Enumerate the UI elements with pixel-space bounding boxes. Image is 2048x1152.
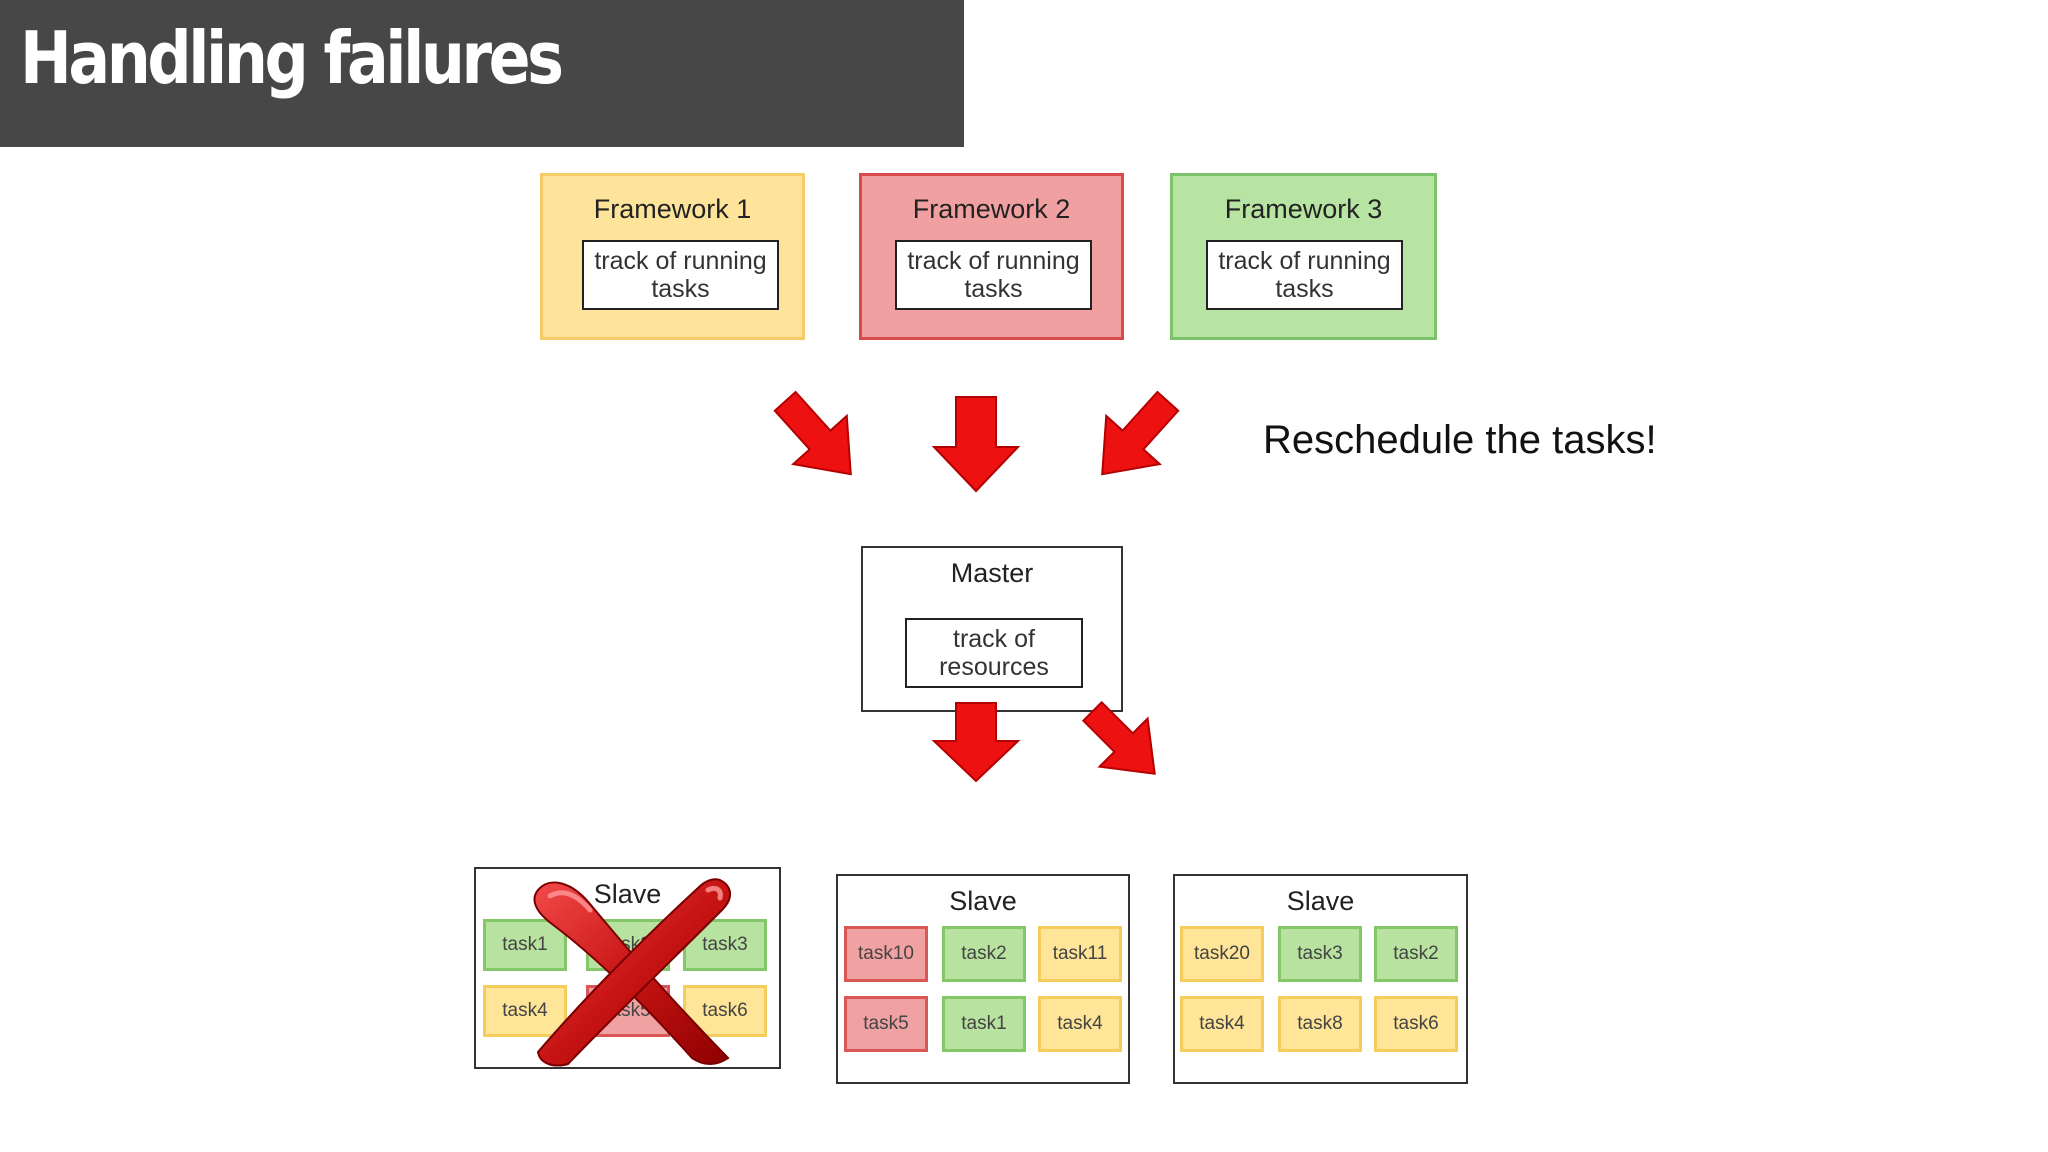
task-item: task4 — [1038, 996, 1122, 1052]
task-item: task11 — [1038, 926, 1122, 982]
master-resources: track of resources — [905, 618, 1083, 688]
red-arrow-icon — [1101, 390, 1180, 476]
framework-1-running-tasks: track of running tasks — [582, 240, 779, 310]
red-arrow-icon — [931, 396, 1021, 493]
reschedule-caption: Reschedule the tasks! — [1263, 418, 1657, 462]
task-item: task2 — [1374, 926, 1458, 982]
task-item: task3 — [1278, 926, 1362, 982]
framework-2-title: Framework 2 — [912, 194, 1071, 224]
framework-1-box: Framework 1 track of running tasks — [540, 173, 805, 340]
framework-2-running-tasks: track of running tasks — [895, 240, 1092, 310]
slide-title: Handling failures — [20, 16, 564, 100]
red-arrow-icon — [1081, 700, 1156, 775]
red-x-icon — [533, 878, 731, 1067]
task-item: task1 — [942, 996, 1026, 1052]
task-item: task2 — [942, 926, 1026, 982]
framework-3-box: Framework 3 track of running tasks — [1170, 173, 1437, 340]
task-item: task10 — [844, 926, 928, 982]
master-title: Master — [950, 558, 1034, 588]
slave-1-title: Slave — [593, 879, 662, 909]
slave-2-box: Slave task10 task2 task11 task5 task1 ta… — [836, 874, 1130, 1084]
task-item: task6 — [1374, 996, 1458, 1052]
task-item: task1 — [483, 919, 567, 971]
red-arrow-icon — [931, 702, 1021, 783]
task-item: task5 — [844, 996, 928, 1052]
framework-1-title: Framework 1 — [593, 194, 752, 224]
slave-3-box: Slave task20 task3 task2 task4 task8 tas… — [1173, 874, 1468, 1084]
title-bar: Handling failures — [0, 0, 964, 147]
red-arrow-icon — [773, 390, 852, 476]
framework-3-running-tasks: track of running tasks — [1206, 240, 1403, 310]
task-item: task8 — [1278, 996, 1362, 1052]
task-item: task4 — [1180, 996, 1264, 1052]
slave-2-title: Slave — [949, 886, 1017, 916]
slave-3-title: Slave — [1286, 886, 1355, 916]
master-box: Master track of resources — [861, 546, 1123, 712]
task-item: task3 — [683, 919, 767, 971]
framework-3-title: Framework 3 — [1224, 194, 1383, 224]
task-item: task20 — [1180, 926, 1264, 982]
framework-2-box: Framework 2 track of running tasks — [859, 173, 1124, 340]
task-item: task4 — [483, 985, 567, 1037]
